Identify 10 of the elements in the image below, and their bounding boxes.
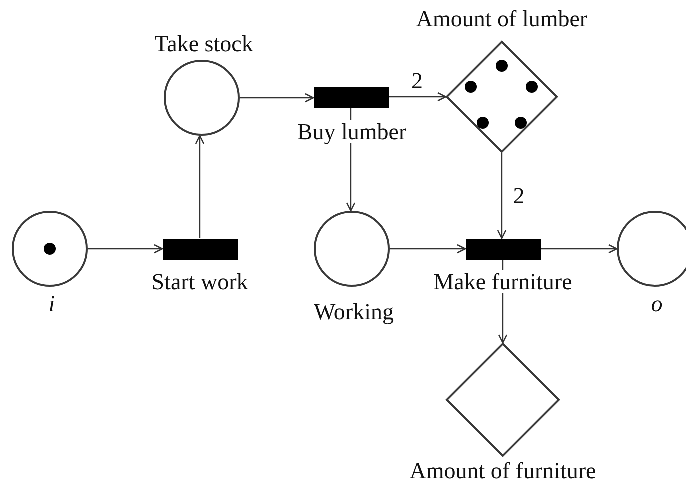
node-label: Make furniture	[432, 270, 574, 294]
arrow	[88, 244, 164, 254]
arrow	[540, 244, 618, 254]
node-label: Working	[313, 300, 395, 324]
node-label: Buy lumber	[296, 120, 408, 144]
arrow	[195, 135, 205, 238]
arrow	[240, 93, 314, 103]
arrow	[390, 244, 466, 254]
arrow	[388, 92, 447, 102]
arrow	[497, 153, 507, 240]
